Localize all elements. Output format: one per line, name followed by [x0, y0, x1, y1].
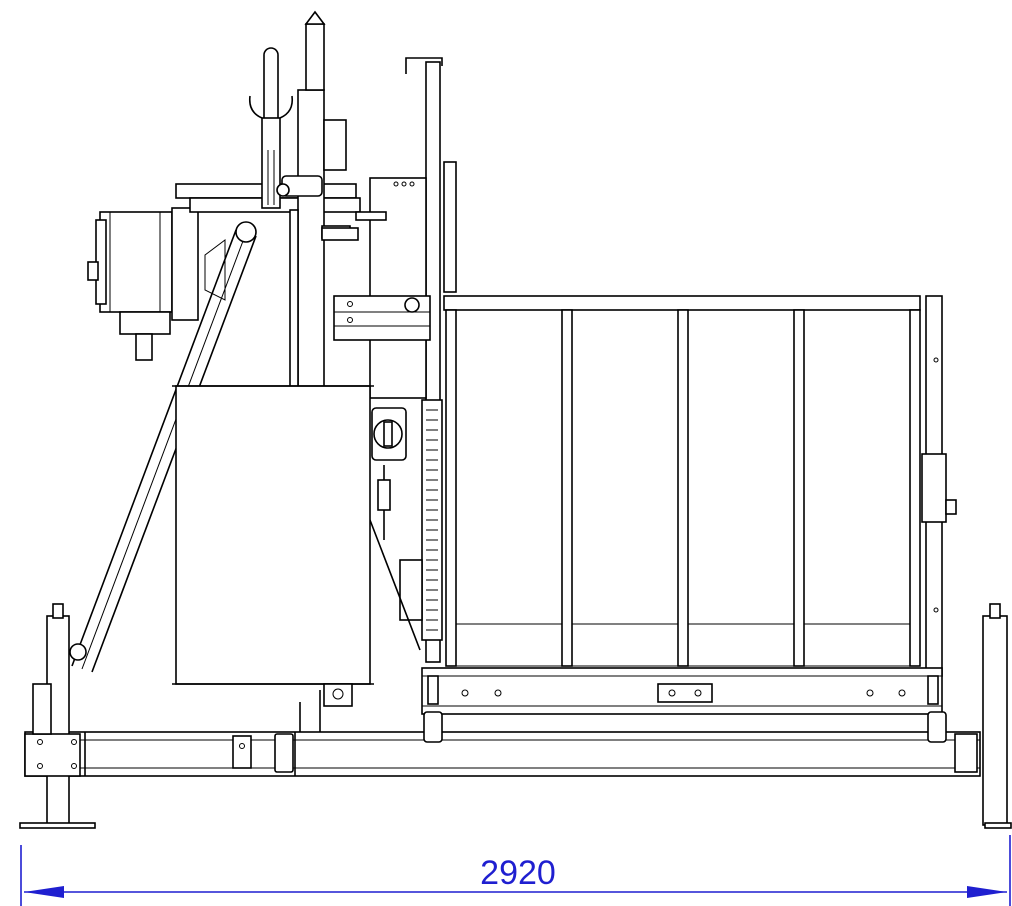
central-column: [248, 10, 351, 391]
right-support-leg: [982, 603, 1012, 829]
hopper-box: [172, 385, 374, 707]
guide-mast: [321, 57, 457, 663]
base-frame: [24, 690, 981, 777]
left-support-leg: [19, 603, 96, 829]
cage-bottom-rail: [421, 667, 947, 743]
diagonal-strut: [69, 221, 257, 673]
drive-chain: [369, 399, 443, 651]
overall-width-dimension: 2920: [20, 835, 1011, 906]
dimension-value: 2920: [480, 854, 556, 892]
cage-rack: [443, 295, 957, 677]
